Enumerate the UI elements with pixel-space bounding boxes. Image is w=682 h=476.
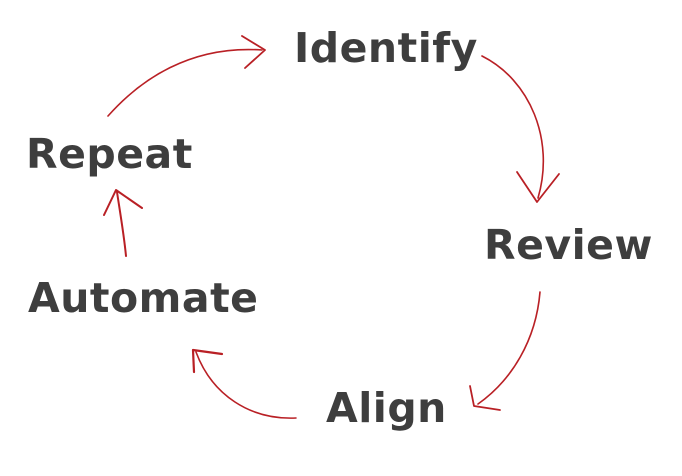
- arrow-review-to-align: [477, 291, 541, 405]
- step-align: Align: [326, 384, 447, 432]
- arrowhead-identify-to-review: [516, 171, 560, 203]
- step-automate: Automate: [28, 274, 259, 322]
- step-repeat: Repeat: [26, 130, 193, 178]
- arrowhead-align-to-automate: [191, 348, 224, 374]
- step-identify: Identify: [294, 24, 478, 72]
- arrowhead-review-to-align: [469, 385, 501, 411]
- arrow-align-to-automate: [195, 351, 297, 419]
- arrowhead-repeat-to-identify: [241, 35, 266, 69]
- arrow-automate-to-repeat: [116, 191, 127, 257]
- arrow-identify-to-review: [481, 55, 545, 199]
- arrowhead-automate-to-repeat: [103, 189, 143, 216]
- arrow-repeat-to-identify: [107, 48, 263, 117]
- step-review: Review: [484, 221, 653, 269]
